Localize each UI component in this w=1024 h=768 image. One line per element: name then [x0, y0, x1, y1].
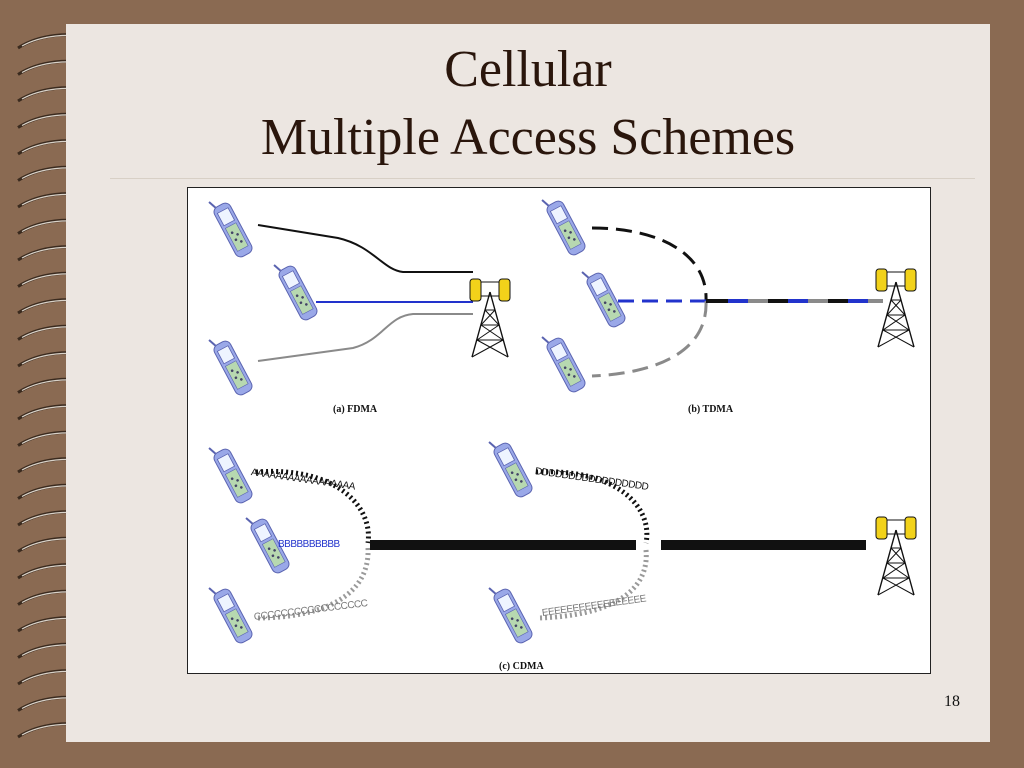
tdma-phone-1 — [540, 190, 589, 258]
caption-tdma: (b) TDMA — [688, 404, 734, 415]
slide-title: Cellular Multiple Access Schemes — [66, 36, 990, 172]
title-line-1: Cellular — [444, 41, 612, 98]
title-divider — [110, 178, 975, 179]
title-line-2: Multiple Access Schemes — [260, 109, 796, 166]
cdma-arc-c — [255, 547, 371, 621]
cdma-trunk-1 — [370, 540, 636, 550]
cdma-phone-d — [487, 432, 536, 500]
tdma-arc-gray — [591, 300, 708, 378]
figure-canvas — [207, 190, 917, 646]
tdma-phone-3 — [540, 327, 589, 395]
multiple-access-figure: AAAAAAAAAAAAAAAAA BBBBBBBBBB CCCCCCCCCCC… — [187, 187, 931, 674]
caption-cdma: (c) CDMA — [499, 661, 544, 672]
fdma-phone-3 — [207, 330, 256, 398]
fdma-line-gray — [257, 313, 473, 362]
page-number: 18 — [944, 693, 960, 710]
cdma-arc-e — [537, 549, 649, 621]
cdma-phone-e — [487, 578, 536, 646]
cdma-tower — [875, 516, 917, 596]
fdma-tower — [469, 278, 511, 358]
cdma-trunk-2 — [661, 540, 866, 550]
cdma-code-b: BBBBBBBBBB — [278, 539, 340, 550]
fdma-line-black — [257, 224, 473, 273]
fdma-phone-1 — [207, 192, 256, 260]
cdma-phone-c — [207, 578, 256, 646]
fdma-phone-2 — [272, 255, 321, 323]
tdma-tower — [875, 268, 917, 348]
tdma-arc-black — [591, 226, 708, 302]
cdma-panel — [207, 432, 917, 646]
caption-fdma: (a) FDMA — [333, 404, 378, 415]
fdma-panel — [207, 192, 511, 398]
tdma-phone-2 — [580, 262, 629, 330]
tdma-panel — [540, 190, 917, 395]
cdma-phone-a — [207, 438, 256, 506]
